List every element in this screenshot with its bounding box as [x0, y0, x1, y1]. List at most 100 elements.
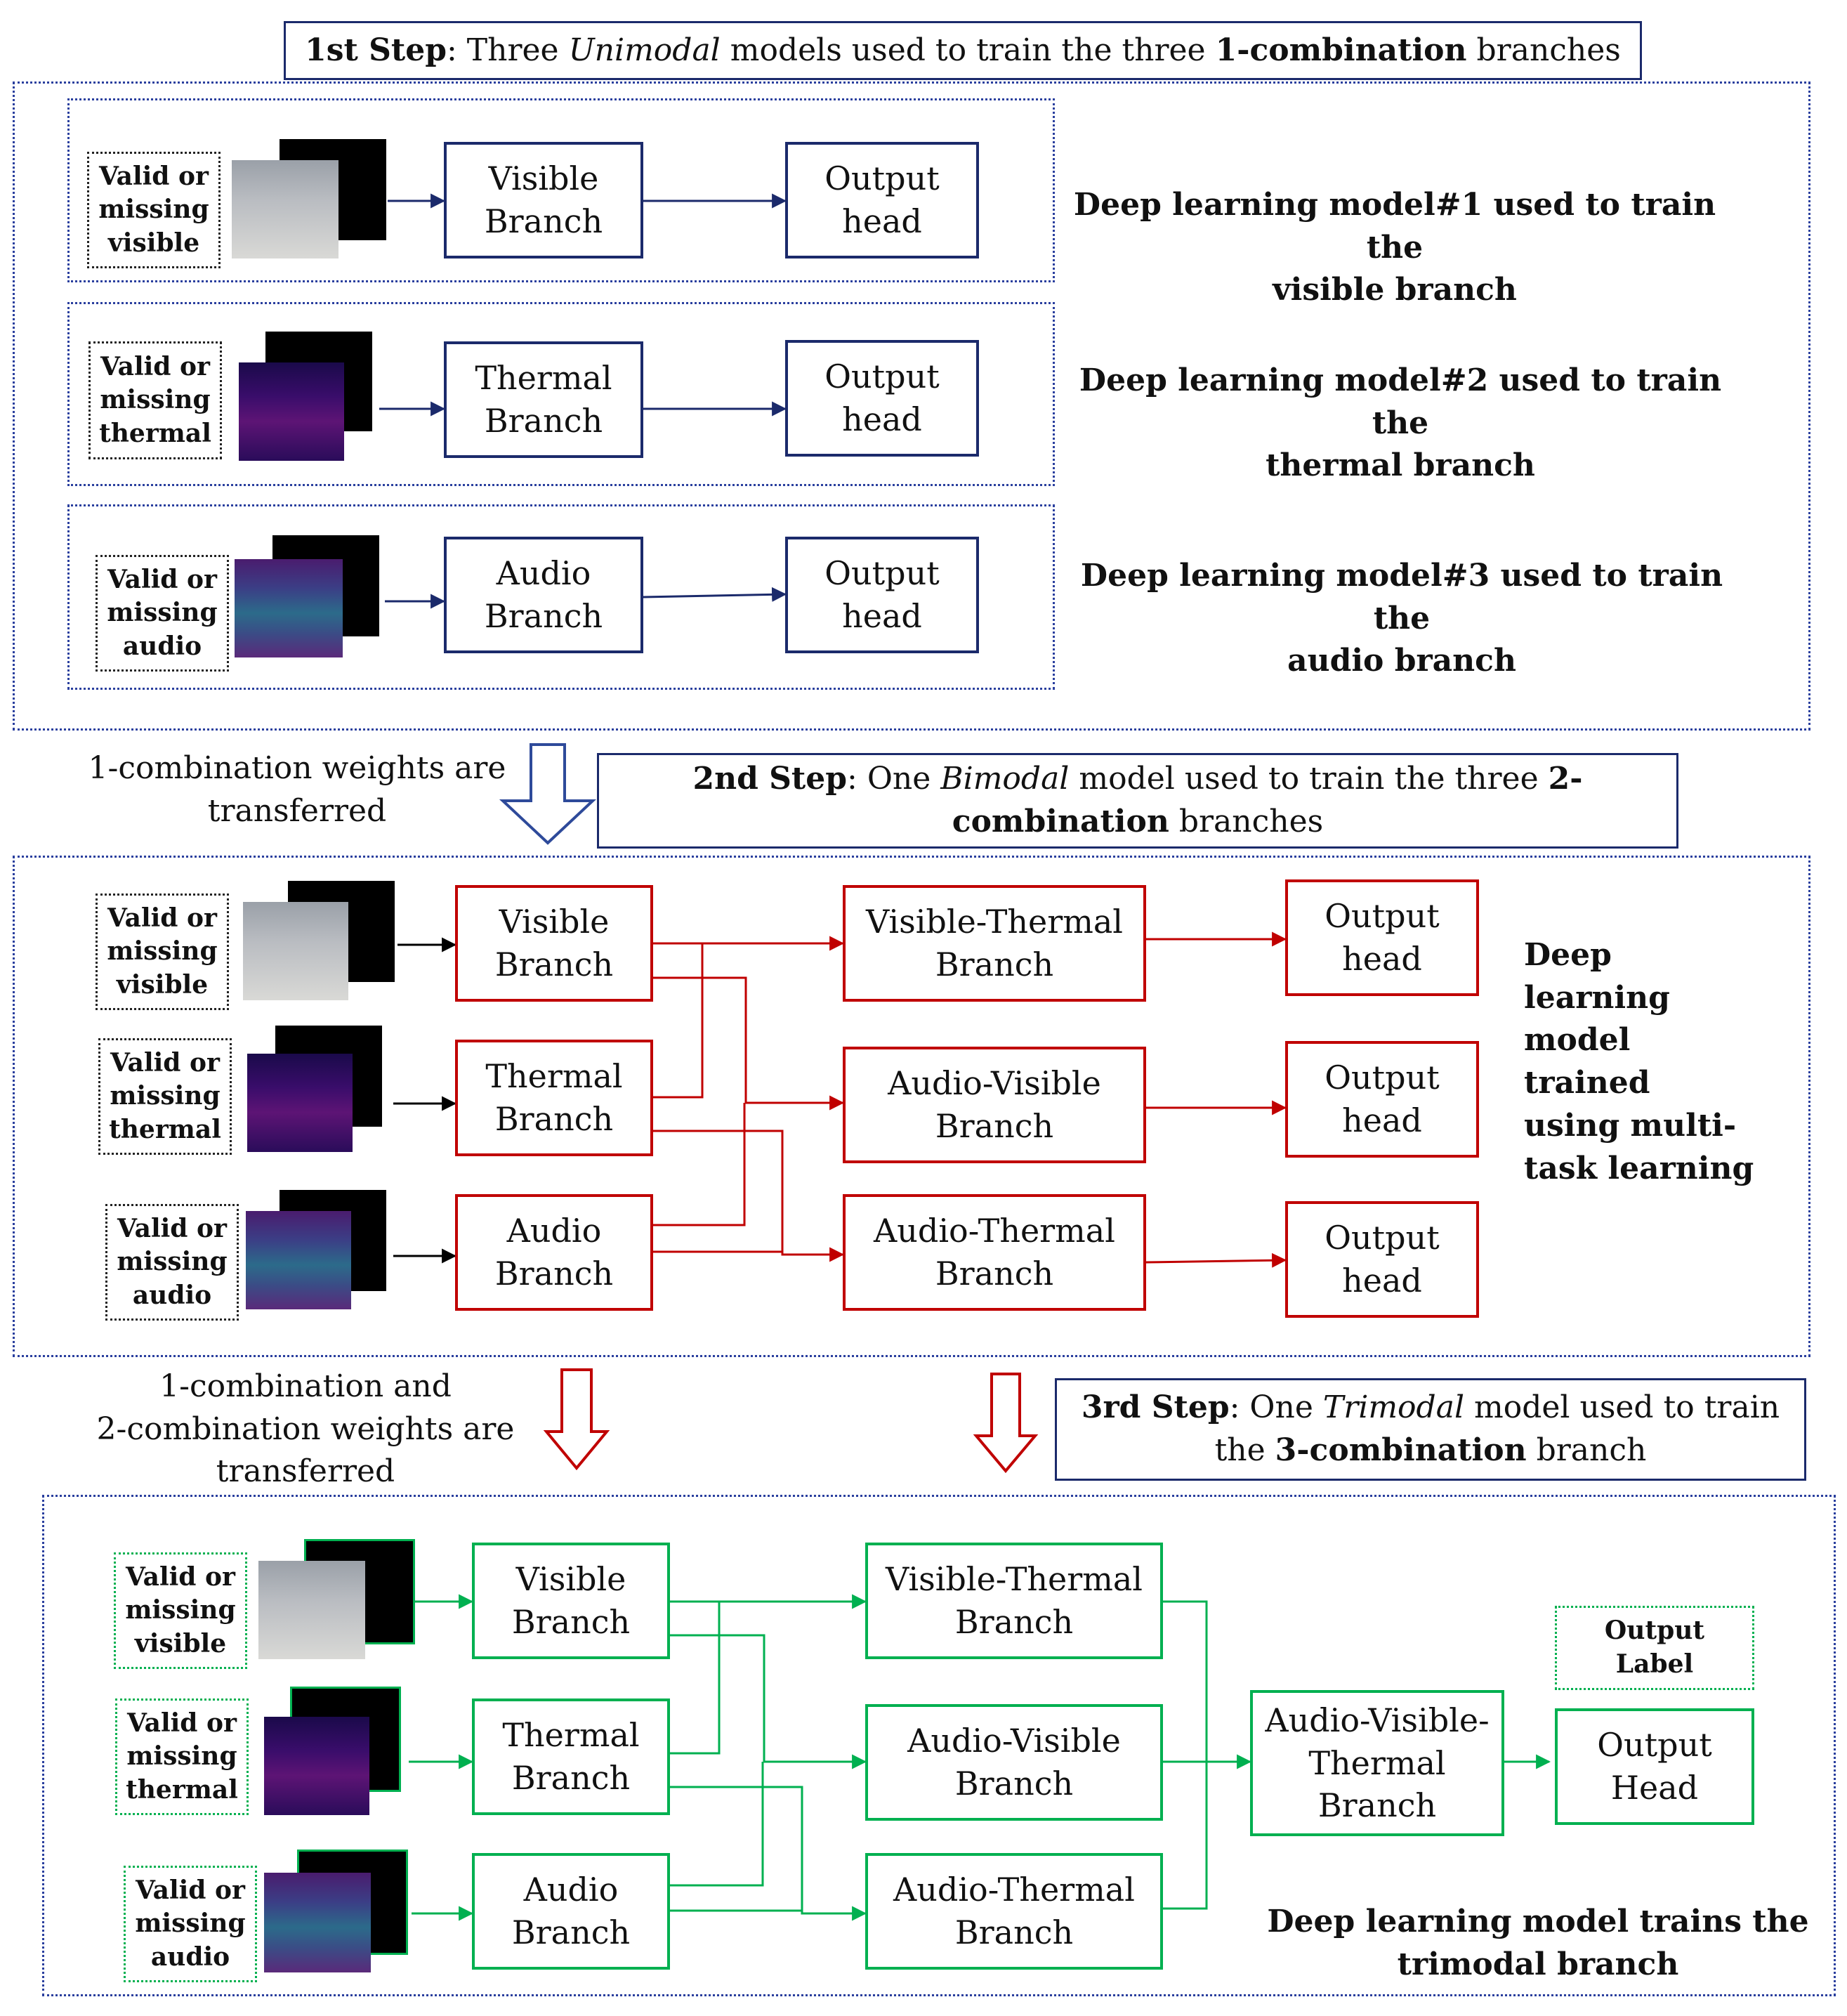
s2-output-head-1: Output head: [1285, 879, 1479, 996]
transfer1-caption: 1-combination weights are transferred: [88, 750, 506, 829]
step1-title-part-5: branches: [1466, 32, 1621, 68]
s2-output-head-3: Output head: [1285, 1201, 1479, 1318]
wire-s2-thermal-to-at: [652, 1130, 845, 1262]
s2-audio-visible-branch: Audio-Visible Branch: [843, 1047, 1146, 1163]
step1-arrows: [379, 193, 787, 609]
step1-title-part-3: models used to train the three: [720, 32, 1216, 68]
s2-audio-thermal-branch: Audio-Thermal Branch: [843, 1194, 1146, 1311]
s2-thermal-face-image: [247, 1054, 353, 1152]
s2-output-head-2: Output head: [1285, 1041, 1479, 1158]
step2-title: 2nd Step: One Bimodal model used to trai…: [597, 753, 1678, 849]
step3-frame: [42, 1495, 1836, 1996]
step2-input-arrows: [393, 937, 457, 1264]
s2-multitask-description: Deep learning model trained using multi-…: [1524, 937, 1754, 1186]
step3-wires: [409, 1594, 1551, 1921]
s3-input-label-audio: Valid or missing audio: [124, 1866, 257, 1982]
s1-input-label-thermal: Valid or missing thermal: [88, 341, 222, 459]
step2-title-part-1: : One: [847, 761, 941, 797]
step3-title: 3rd Step: One Trimodal model used to tra…: [1055, 1378, 1806, 1481]
s1-visible-face-image: [232, 160, 338, 258]
step2-title-part-2: Bimodal: [940, 761, 1070, 797]
s3-audio-visible-thermal-branch: Audio-Visible- Thermal Branch: [1250, 1690, 1504, 1836]
wire-s2-thermal-to-vt: [652, 943, 704, 1099]
step1-title-part-0: 1st Step: [305, 32, 447, 68]
wire-s3-thermal-to-at: [669, 1786, 867, 1921]
s3-visible-thermal-branch: Visible-Thermal Branch: [865, 1543, 1163, 1659]
s1-visible-branch: Visible Branch: [444, 142, 643, 258]
s3-thermal-face-image: [264, 1717, 369, 1815]
wire-s3-at-to-tri: [1163, 1762, 1208, 1910]
step2-title-part-5: branches: [1169, 804, 1324, 839]
step3-title-part-6: 3-combination: [1275, 1432, 1527, 1468]
arrow-s2-at-to-head: [1145, 1252, 1287, 1268]
s1-model1-description: Deep learning model#1 used to train the …: [1073, 187, 1716, 308]
s2-visible-thermal-branch: Visible-Thermal Branch: [843, 885, 1146, 1002]
s1-thermal-output-head: Output head: [785, 340, 979, 457]
s3-audio-thermal-branch: Audio-Thermal Branch: [865, 1853, 1163, 1970]
s1-model2-description: Deep learning model#2 used to train the …: [1079, 362, 1722, 484]
s3-trimodal-description: Deep learning model trains the trimodal …: [1267, 1904, 1809, 1982]
s2-input-label-visible: Valid or missing visible: [96, 894, 229, 1010]
s1-thermal-branch: Thermal Branch: [444, 341, 643, 458]
wire-s3-thermal-to-vt: [669, 1602, 721, 1755]
transfer-arrow-2-left: [543, 1368, 610, 1471]
step3-title-part-5: the: [1214, 1432, 1275, 1468]
step2-frame: [13, 856, 1810, 1357]
wire-s2-audio-to-av: [652, 1103, 746, 1226]
transfer2-caption: 1-combination and 2-combination weights …: [96, 1368, 515, 1490]
s2-audio-spectrogram-image: [246, 1211, 351, 1309]
s2-visible-branch: Visible Branch: [455, 885, 653, 1002]
step2-title-text: 2nd Step: One Bimodal model used to trai…: [599, 758, 1676, 843]
s1-input-label-visible: Valid or missing visible: [87, 152, 221, 268]
s3-thermal-branch: Thermal Branch: [472, 1698, 670, 1815]
s2-input-label-thermal: Valid or missing thermal: [98, 1038, 232, 1155]
wire-s3-vt-to-tri: [1163, 1600, 1252, 1769]
step1-title-text: 1st Step: Three Unimodal models used to …: [305, 30, 1621, 72]
step3-title-part-0: 3rd Step: [1081, 1389, 1230, 1426]
s3-input-label-thermal: Valid or missing thermal: [115, 1698, 249, 1815]
arrow-audio-branch-to-head: [643, 587, 787, 602]
step1-title-part-4: 1-combination: [1215, 32, 1467, 68]
s2-visible-face-image: [243, 902, 348, 1000]
s1-thermal-face-image: [239, 362, 344, 461]
step2-fusion-wires: [645, 931, 1287, 1268]
s2-input-label-audio: Valid or missing audio: [105, 1204, 239, 1321]
step2-title-part-3: model used to train the three: [1069, 761, 1549, 797]
s3-output-head: Output Head: [1555, 1708, 1754, 1825]
step3-title-part-7: branch: [1526, 1432, 1647, 1468]
wire-s3-visible-to-av: [664, 1634, 867, 1769]
step1-row2-frame: [67, 302, 1055, 486]
step1-title-part-1: : Three: [446, 32, 569, 68]
s3-visible-face-image: [258, 1561, 365, 1659]
step2-title-part-0: 2nd Step: [692, 761, 848, 797]
step2-title-part-4: 2-combination: [952, 761, 1583, 839]
step1-title-part-2: Unimodal: [568, 32, 721, 68]
s1-model3-description: Deep learning model#3 used to train the …: [1080, 558, 1723, 679]
s3-audio-visible-branch: Audio-Visible Branch: [865, 1704, 1163, 1821]
s2-thermal-branch: Thermal Branch: [455, 1040, 653, 1156]
s1-visible-output-head: Output head: [785, 142, 979, 258]
s1-audio-branch: Audio Branch: [444, 537, 643, 653]
step3-title-part-3: model used to train: [1464, 1389, 1780, 1426]
step3-title-text: 3rd Step: One Trimodal model used to tra…: [1082, 1387, 1780, 1472]
step1-title: 1st Step: Three Unimodal models used to …: [284, 21, 1642, 80]
step3-title-part-2: Trimodal: [1322, 1389, 1465, 1426]
s1-audio-spectrogram-image: [235, 559, 343, 657]
s3-audio-spectrogram-image: [264, 1873, 371, 1972]
step1-row1-frame: [67, 98, 1055, 282]
step1-row3-frame: [67, 504, 1055, 690]
wire-s3-audio-to-av: [669, 1762, 764, 1887]
transfer-arrow-1: [499, 743, 597, 845]
s3-input-label-visible: Valid or missing visible: [114, 1552, 247, 1669]
s3-audio-branch: Audio Branch: [472, 1853, 670, 1970]
step1-frame: [13, 81, 1810, 731]
s3-visible-branch: Visible Branch: [472, 1543, 670, 1659]
step3-title-part-1: : One: [1229, 1389, 1323, 1426]
transfer-arrow-2-right: [973, 1373, 1039, 1474]
wire-s2-visible-to-av: [645, 976, 845, 1111]
s3-output-label: Output Label: [1555, 1606, 1754, 1690]
s1-input-label-audio: Valid or missing audio: [96, 555, 229, 672]
s2-audio-branch: Audio Branch: [455, 1194, 653, 1311]
